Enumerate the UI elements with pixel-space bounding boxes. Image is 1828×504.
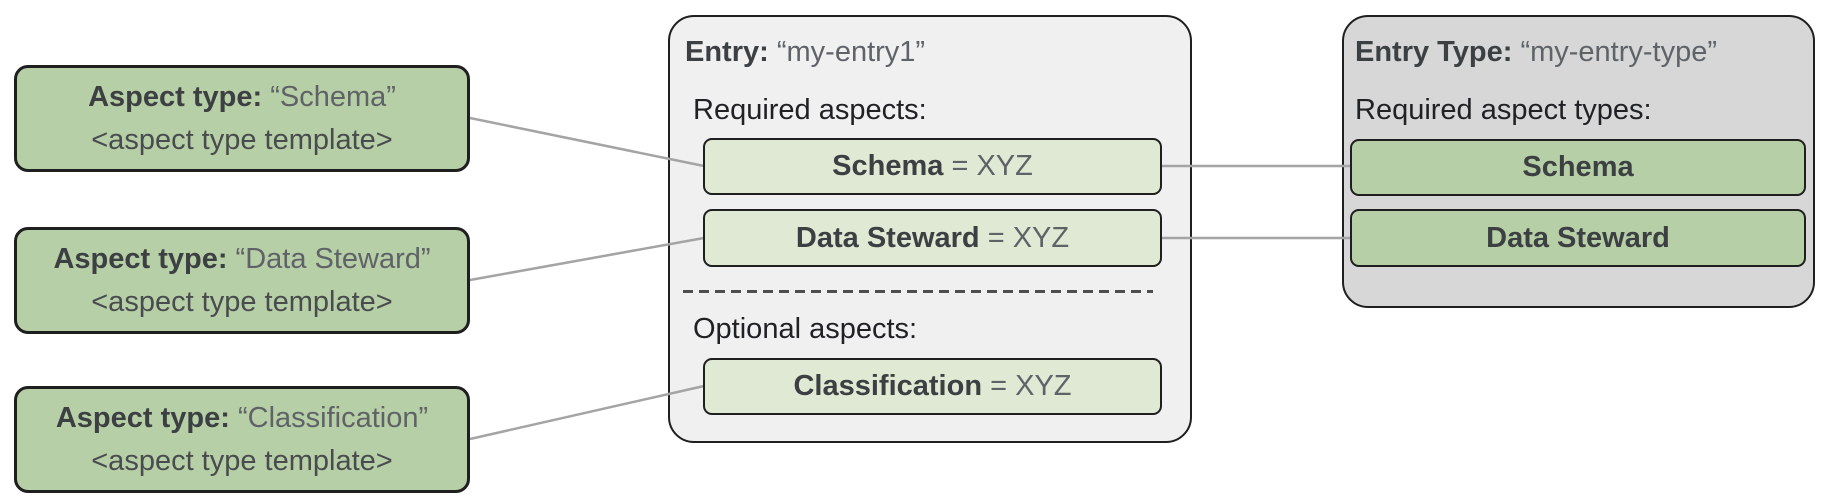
aspect-type-name: Schema xyxy=(1522,151,1634,183)
aspect-value: = XYZ xyxy=(982,370,1072,402)
required-optional-divider xyxy=(683,290,1153,293)
entry-aspect-data-steward: Data Steward = XYZ xyxy=(703,209,1162,267)
entry-type-title-label: Entry Type: xyxy=(1355,36,1513,68)
aspect-name: Schema xyxy=(832,150,944,182)
optional-aspects-heading: Optional aspects: xyxy=(693,313,918,345)
connector-data-steward-aspect-type-to-entry xyxy=(469,236,705,282)
required-aspects-heading: Required aspects: xyxy=(693,94,927,126)
aspect-type-card-title: Aspect type: “Data Steward” xyxy=(53,244,430,274)
aspect-type-template: <aspect type template> xyxy=(91,124,393,156)
aspect-type-name: “Classification” xyxy=(237,402,429,434)
aspect-type-label: Aspect type: xyxy=(55,402,230,434)
aspect-type-card-classification: Aspect type: “Classification” <aspect ty… xyxy=(14,386,470,493)
aspect-type-label: Aspect type: xyxy=(88,81,263,113)
entry-title-label: Entry: xyxy=(685,36,769,68)
aspect-type-card-title: Aspect type: “Classification” xyxy=(56,403,428,433)
aspect-type-label: Aspect type: xyxy=(53,243,228,275)
entry-type-title-name: “my-entry-type” xyxy=(1520,36,1718,68)
required-aspect-types-heading: Required aspect types: xyxy=(1355,94,1652,126)
connector-classification-aspect-type-to-entry xyxy=(469,384,705,441)
entry-type-aspect-data-steward: Data Steward xyxy=(1350,209,1806,267)
aspect-value: = XYZ xyxy=(979,221,1070,254)
connector-schema-aspect-type-to-entry xyxy=(469,116,705,168)
aspect-type-template: <aspect type template> xyxy=(91,445,393,477)
entry-type-aspect-schema: Schema xyxy=(1350,139,1806,196)
entry-title: Entry: “my-entry1” xyxy=(685,36,925,69)
entry-type-title: Entry Type: “my-entry-type” xyxy=(1355,36,1717,69)
aspect-value: = XYZ xyxy=(943,150,1033,182)
entry-aspect-schema: Schema = XYZ xyxy=(703,138,1162,195)
aspect-type-template: <aspect type template> xyxy=(91,286,393,318)
aspect-type-card-schema: Aspect type: “Schema” <aspect type templ… xyxy=(14,65,470,172)
aspect-type-name: Data Steward xyxy=(1486,221,1670,254)
aspect-type-card-data-steward: Aspect type: “Data Steward” <aspect type… xyxy=(14,227,470,334)
entry-title-name: “my-entry1” xyxy=(776,36,926,68)
aspect-type-name: “Data Steward” xyxy=(235,243,431,275)
aspect-name: Classification xyxy=(793,370,983,402)
aspect-name: Data Steward xyxy=(795,221,980,254)
entry-aspect-classification: Classification = XYZ xyxy=(703,358,1162,415)
aspect-type-card-title: Aspect type: “Schema” xyxy=(88,82,396,112)
aspect-type-name: “Schema” xyxy=(270,81,396,113)
